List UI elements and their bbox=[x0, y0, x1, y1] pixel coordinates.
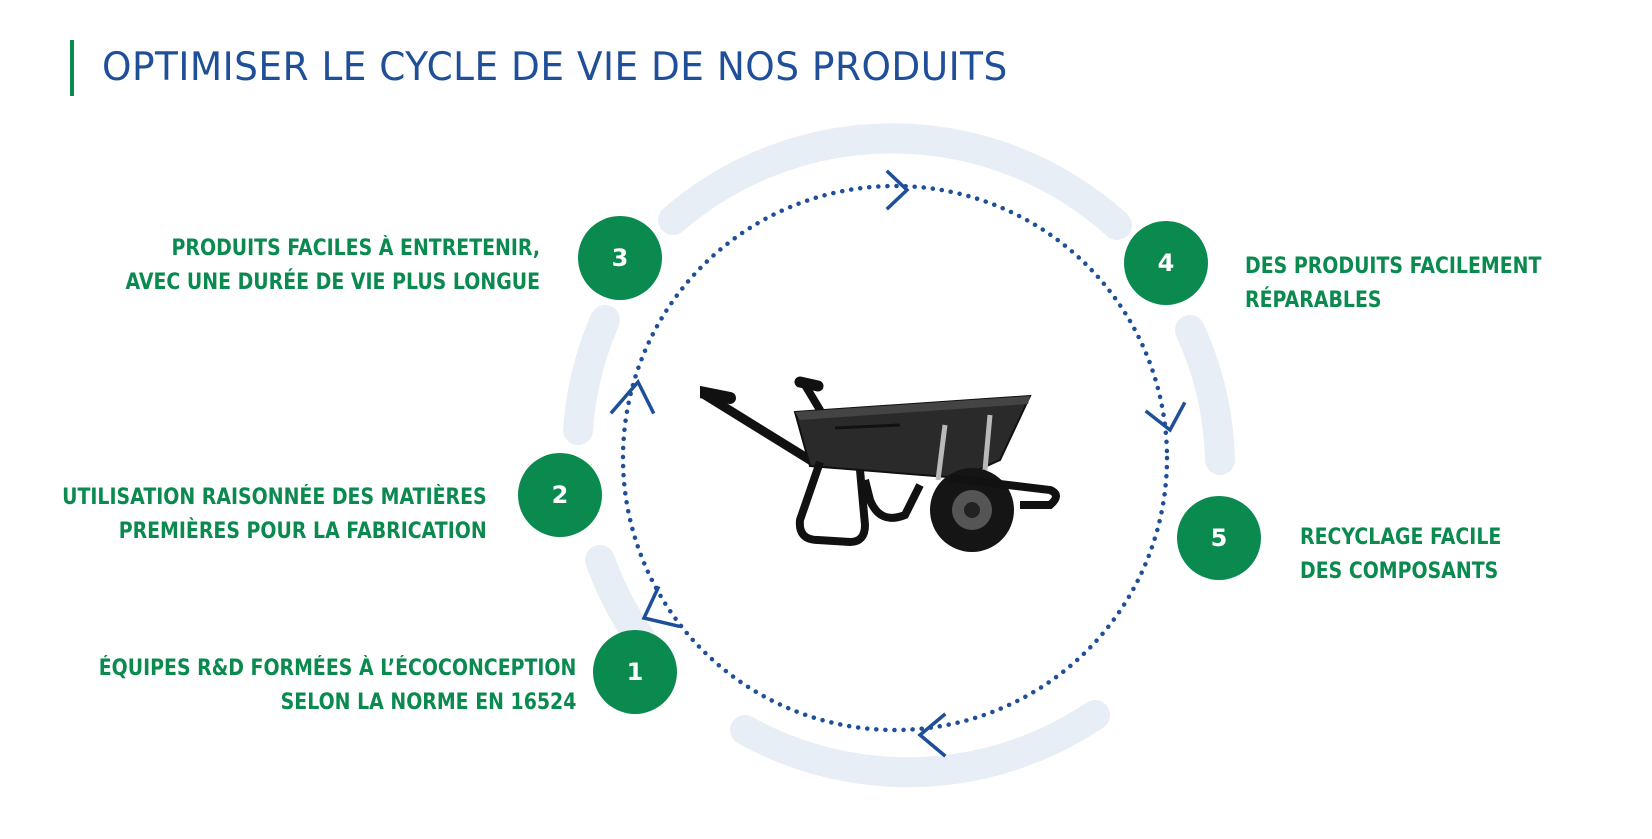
step-label-line: UTILISATION RAISONNÉE DES MATIÈRES bbox=[62, 485, 487, 510]
step-label-line: RÉPARABLES bbox=[1245, 288, 1382, 313]
step-number: 4 bbox=[1157, 249, 1175, 277]
arrow-chevron-lower-left bbox=[641, 585, 681, 629]
page-title: OPTIMISER LE CYCLE DE VIE DE NOS PRODUIT… bbox=[102, 45, 1008, 90]
faint-ring-segment-bottom-right bbox=[730, 700, 1110, 788]
step-2-label: UTILISATION RAISONNÉE DES MATIÈRES PREMI… bbox=[62, 481, 487, 549]
step-label-line: DES COMPOSANTS bbox=[1300, 559, 1499, 584]
step-3-label: PRODUITS FACILES À ENTRETENIR, AVEC UNE … bbox=[125, 232, 540, 300]
step-label-line: ÉQUIPES R&D FORMÉES À L’ÉCOCONCEPTION bbox=[98, 656, 576, 681]
arrow-chevron-top bbox=[885, 169, 910, 211]
step-label-line: DES PRODUITS FACILEMENT bbox=[1245, 254, 1542, 279]
step-3-badge: 3 bbox=[578, 216, 662, 300]
arrow-chevron-bottom bbox=[917, 712, 947, 758]
step-2-badge: 2 bbox=[518, 453, 602, 537]
direction-arrows bbox=[609, 169, 1187, 758]
step-number: 5 bbox=[1210, 524, 1228, 552]
step-5-label: RECYCLAGE FACILE DES COMPOSANTS bbox=[1300, 521, 1501, 589]
step-label-line: PREMIÈRES POUR LA FABRICATION bbox=[119, 519, 488, 544]
faint-ring-segment-top bbox=[658, 123, 1132, 240]
arrow-chevron-left bbox=[609, 378, 656, 415]
step-1-label: ÉQUIPES R&D FORMÉES À L’ÉCOCONCEPTION SE… bbox=[98, 652, 576, 720]
faint-ring-segment-left bbox=[563, 305, 620, 445]
step-label-line: AVEC UNE DURÉE DE VIE PLUS LONGUE bbox=[125, 270, 540, 295]
step-number: 1 bbox=[626, 658, 644, 686]
step-number: 3 bbox=[611, 244, 629, 272]
step-label-line: RECYCLAGE FACILE bbox=[1300, 525, 1502, 550]
step-1-badge: 1 bbox=[593, 630, 677, 714]
arrow-chevron-right bbox=[1144, 401, 1187, 433]
faint-ring-segment-upper-right bbox=[1175, 315, 1235, 475]
step-number: 2 bbox=[551, 481, 569, 509]
step-4-label: DES PRODUITS FACILEMENT RÉPARABLES bbox=[1245, 250, 1541, 318]
dotted-cycle-ring bbox=[620, 183, 1170, 733]
step-5-badge: 5 bbox=[1177, 496, 1261, 580]
title-accent-bar bbox=[70, 40, 74, 96]
wheelbarrow-icon bbox=[700, 376, 1060, 552]
step-label-line: SELON LA NORME EN 16524 bbox=[280, 690, 576, 715]
step-4-badge: 4 bbox=[1124, 221, 1208, 305]
step-label-line: PRODUITS FACILES À ENTRETENIR, bbox=[171, 236, 540, 261]
